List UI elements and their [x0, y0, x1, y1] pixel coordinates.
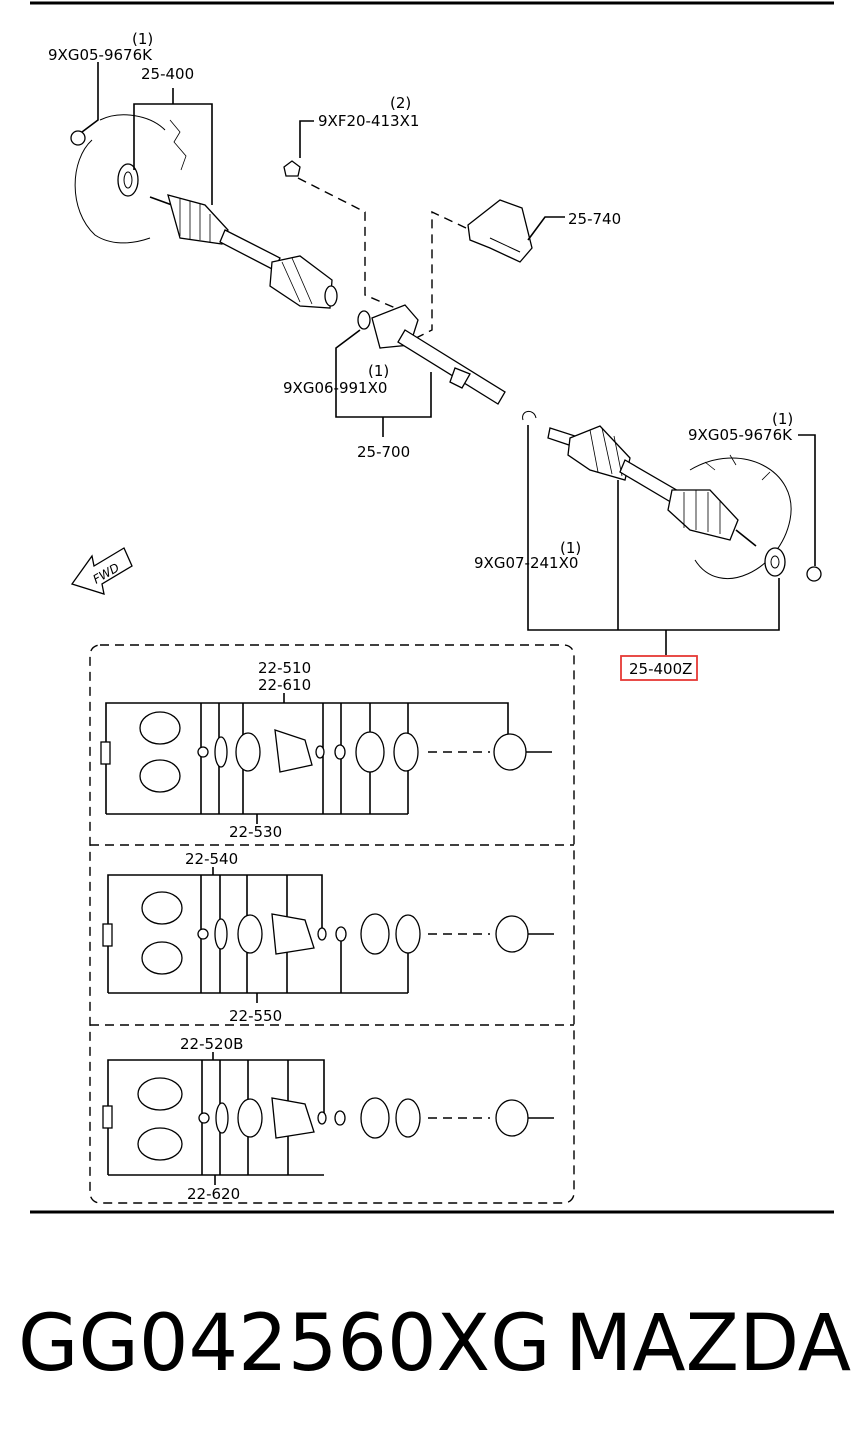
shaft-o-ring	[357, 310, 371, 330]
left-inner-joint	[269, 255, 333, 309]
callout-nut-right: 9XG05-9676K	[688, 426, 793, 444]
bracket-bolt	[283, 160, 301, 177]
callout-assy-right: 25-400Z	[629, 660, 692, 678]
callout-bolt: 9XF20-413X1	[318, 112, 419, 130]
kit-1-label-2: 22-610	[258, 676, 311, 694]
right-hub-nut	[806, 566, 822, 582]
left-hub-washer	[117, 163, 139, 197]
callout-qty-clip: (1)	[560, 539, 581, 557]
fwd-arrow: FWD	[70, 547, 133, 595]
kit-2: 22-540 22-550	[102, 850, 554, 1025]
right-hub-washer	[764, 547, 786, 577]
callout-qty-ring: (1)	[368, 362, 389, 380]
kit-2-label-1: 22-540	[185, 850, 238, 868]
callout-assy-left: 25-400	[141, 65, 194, 83]
callout-qty-top-left: (1)	[132, 30, 153, 48]
callout-clip: 9XG07-241X0	[474, 554, 578, 572]
right-inner-joint	[567, 425, 631, 481]
callout-qty-nut-right: (1)	[772, 410, 793, 428]
kit-3: 22-520B 22-620	[102, 1035, 554, 1203]
bracket-25-740	[467, 199, 533, 263]
callout-shaft: 25-700	[357, 443, 410, 461]
left-hub-nut	[70, 130, 86, 146]
left-outer-boot	[167, 194, 229, 245]
callout-qty-bolt: (2)	[390, 94, 411, 112]
kit-1: 22-510 22-610 22-530	[100, 659, 552, 841]
kit-1-label-1: 22-510	[258, 659, 311, 677]
kit-1-bottom-label: 22-530	[229, 823, 282, 841]
kit-box	[89, 644, 575, 1204]
highlight-box-25-400Z	[620, 655, 698, 681]
clip-ring	[522, 411, 537, 421]
right-outer-boot	[667, 489, 739, 541]
kit-2-bottom-label: 22-550	[229, 1007, 282, 1025]
right-drive-shaft	[522, 411, 822, 582]
callout-nut-top-left: 9XG05-9676K	[48, 46, 153, 64]
kit-3-bottom-label: 22-620	[187, 1185, 240, 1203]
left-drive-shaft	[70, 114, 338, 309]
callout-bracket: 25-740	[568, 210, 621, 228]
footer-brand: MAZDA	[565, 1299, 851, 1389]
kit-3-label-1: 22-520B	[180, 1035, 243, 1053]
footer-part-number: GG042560XG	[18, 1299, 551, 1389]
intermediate-shaft	[357, 304, 506, 405]
